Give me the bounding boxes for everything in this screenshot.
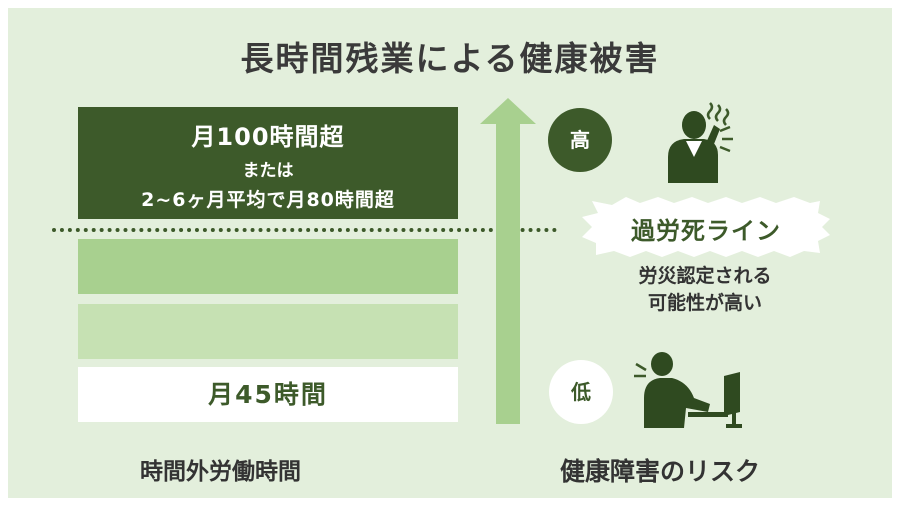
karoshi-description-line2: 可能性が高い: [647, 292, 762, 314]
karoshi-description: 労災認定される 可能性が高い: [580, 263, 830, 317]
karoshi-line-label: 過労死ライン: [631, 217, 781, 245]
karoshi-description-line1: 労災認定される: [638, 265, 772, 287]
bar-100-hours-line2: または: [242, 161, 294, 181]
risk-low-badge: 低: [549, 360, 613, 424]
working-person-icon: [634, 352, 742, 428]
overtime-hours-label: 時間外労働時間: [140, 459, 301, 485]
bar-100-hours-line1: 月100時間超: [191, 123, 345, 151]
bar-middle-lower: [78, 304, 458, 359]
bar-100-hours-line3: 2~6ヶ月平均で月80時間超: [141, 189, 395, 211]
risk-arrow-icon: [480, 98, 536, 424]
bar-100-hours: 月100時間超 または 2~6ヶ月平均で月80時間超: [78, 107, 458, 219]
risk-high-badge: 高: [548, 108, 612, 172]
karoshi-dotted-line: [52, 228, 557, 232]
karoshi-line-badge: [582, 197, 830, 257]
bar-45-hours: 月45時間: [78, 367, 458, 422]
page-title: 長時間残業による健康被害: [240, 39, 660, 78]
health-risk-label: 健康障害のリスク: [560, 457, 761, 486]
stressed-person-icon: [668, 102, 733, 183]
bar-middle-upper: [78, 239, 458, 294]
